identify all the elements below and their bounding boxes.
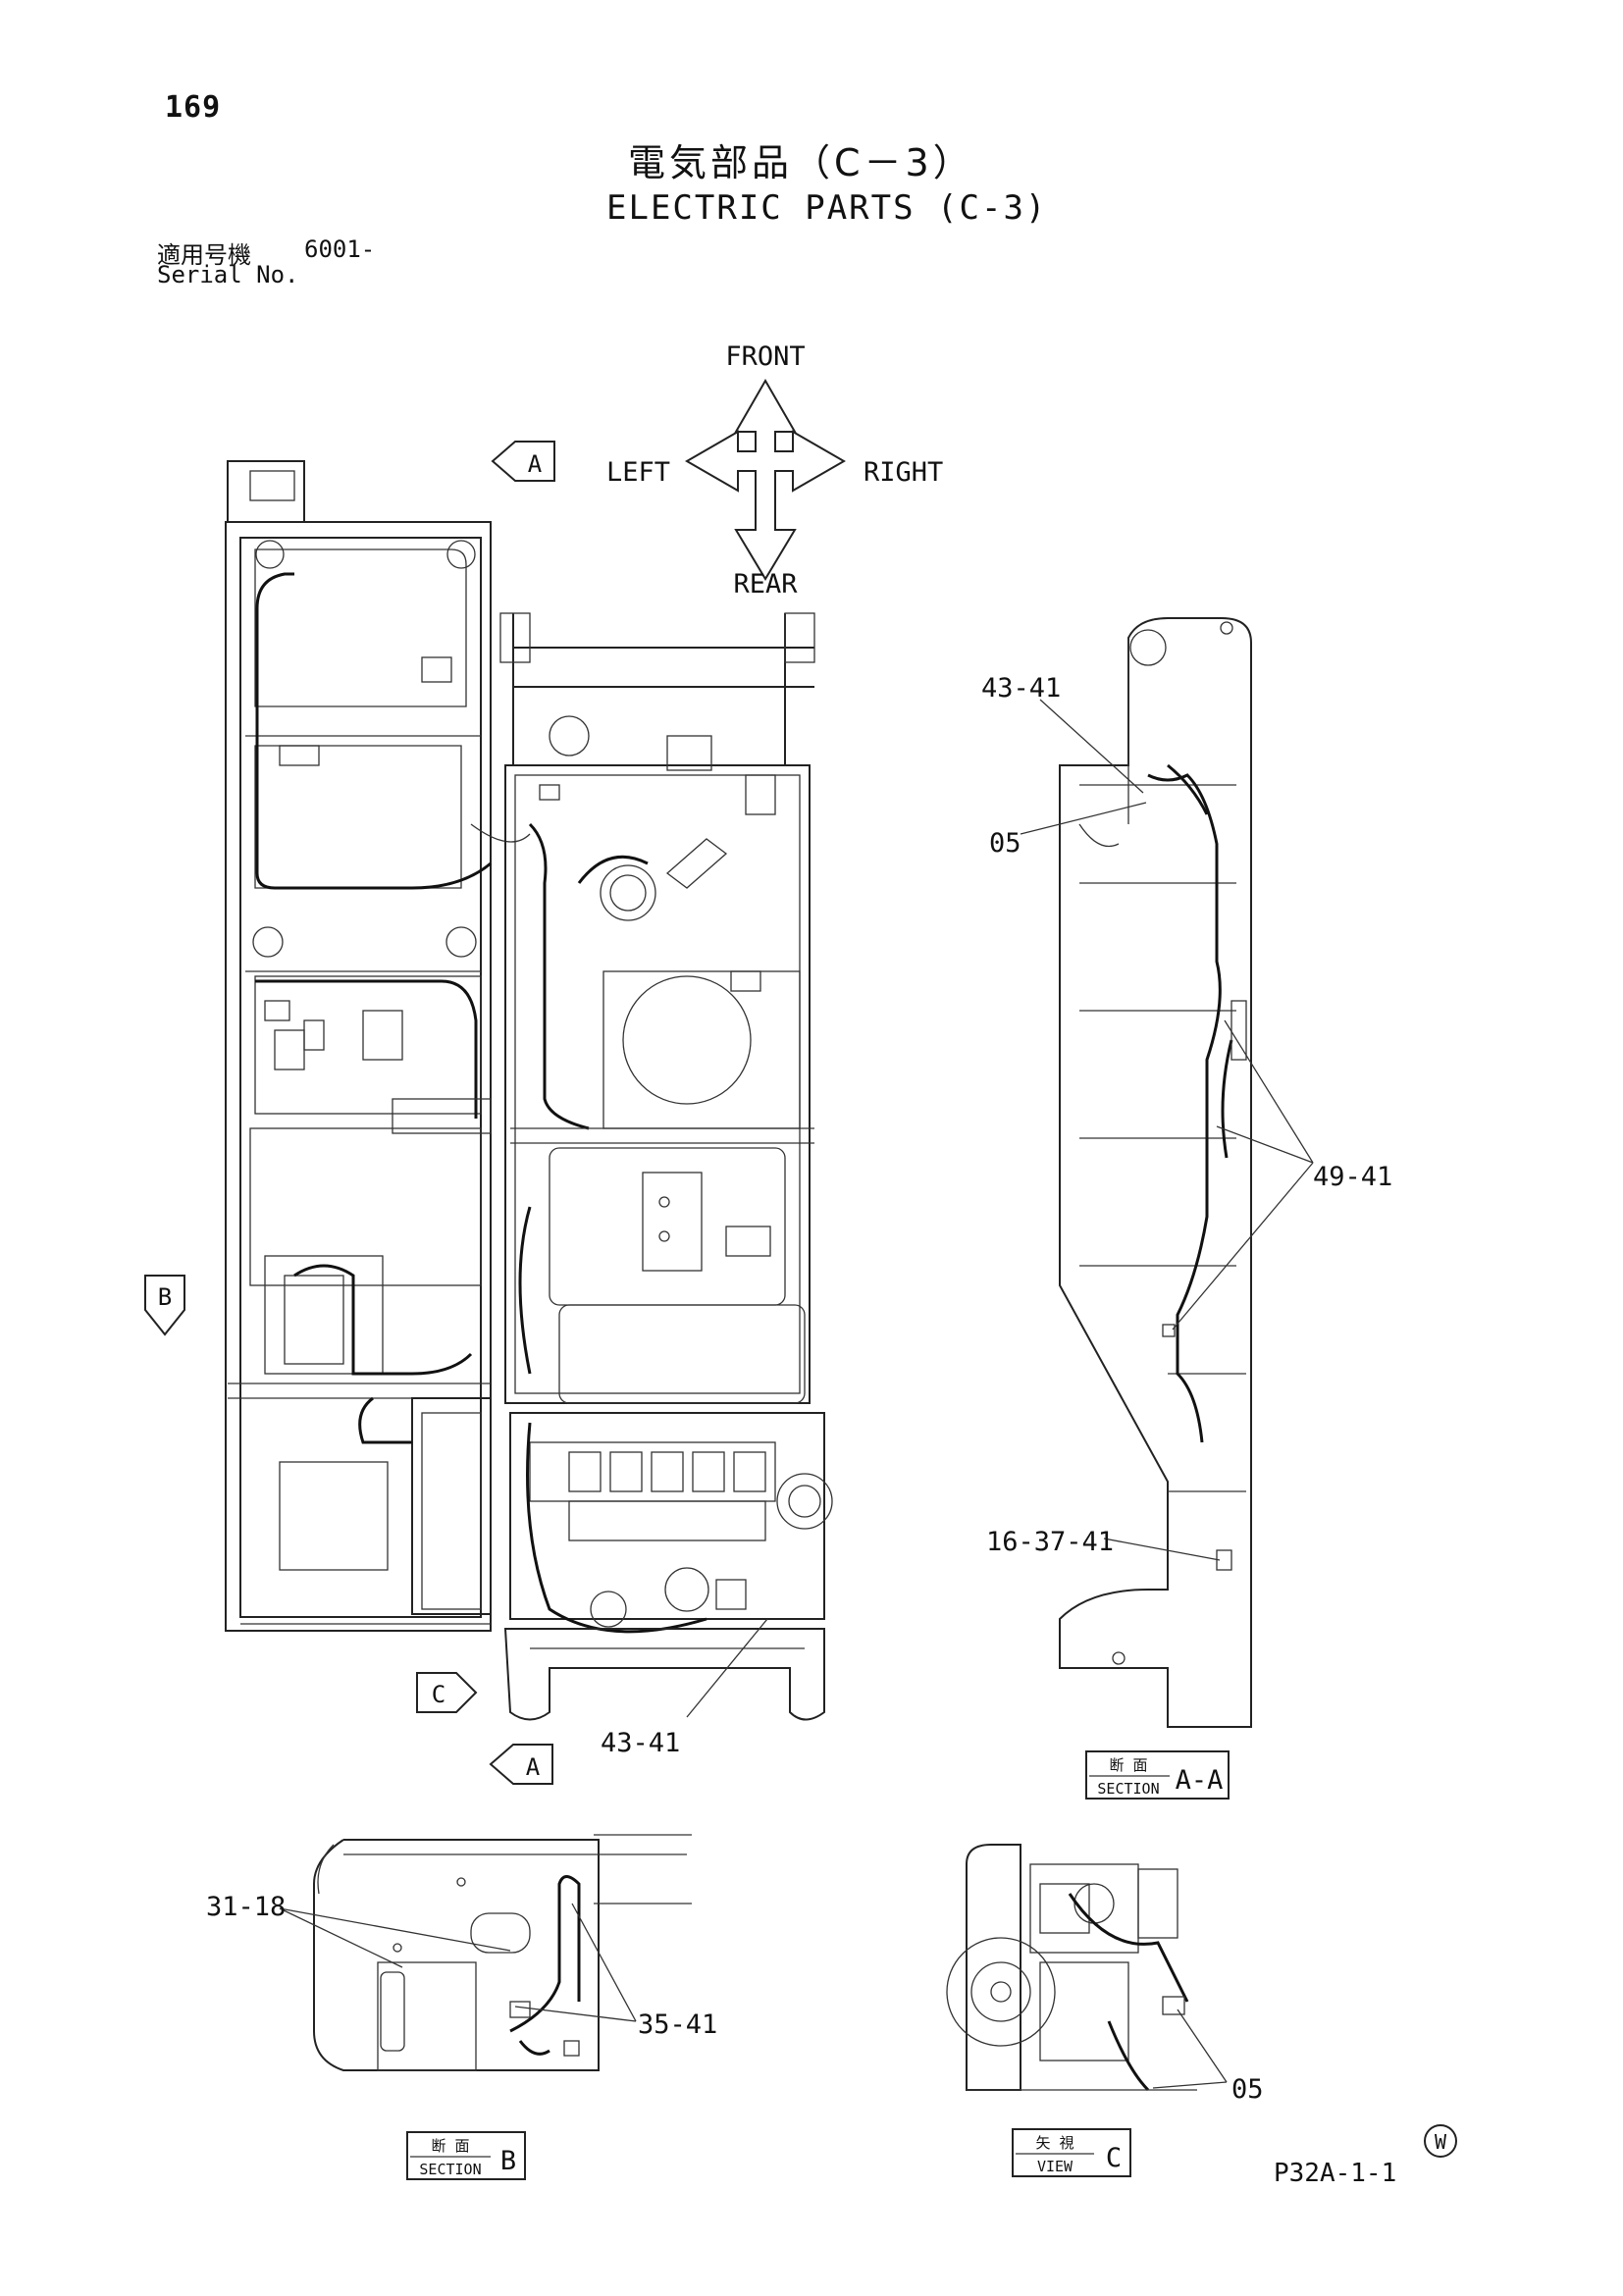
- svg-text:43-41: 43-41: [981, 673, 1061, 704]
- serial-label-jp: 適用号機: [157, 241, 251, 269]
- svg-text:05: 05: [1231, 2074, 1264, 2105]
- callout-aa-16-37-41: 16-37-41: [986, 1527, 1221, 1561]
- view-marker-c: C: [416, 1672, 478, 1713]
- view-marker-b: B: [144, 1275, 185, 1336]
- main-plan-view: [225, 460, 833, 1721]
- svg-text:C: C: [432, 1681, 445, 1708]
- view-marker-a-bottom: A: [489, 1744, 553, 1785]
- callout-c-05: 05: [1152, 2009, 1264, 2105]
- orientation-compass: FRONT REAR LEFT RIGHT: [606, 341, 943, 600]
- serial-number-value: 6001-: [304, 235, 376, 263]
- section-label-c: 矢 視 VIEW C: [1012, 2128, 1131, 2177]
- callout-aa-05: 05: [989, 802, 1147, 859]
- section-label-b-id: B: [500, 2146, 516, 2176]
- svg-text:31-18: 31-18: [206, 1892, 286, 1922]
- compass-cross-arrow: [684, 378, 847, 581]
- callout-main-43-41: 43-41: [601, 1618, 768, 1758]
- svg-text:05: 05: [989, 828, 1021, 859]
- section-a-a-view: [1059, 617, 1252, 1728]
- view-c-view: [946, 1844, 1197, 2092]
- compass-front-label: FRONT: [725, 341, 805, 372]
- serial-label-en: Serial No.: [157, 261, 299, 288]
- svg-text:49-41: 49-41: [1313, 1162, 1392, 1192]
- callout-b-31-18: 31-18: [206, 1892, 511, 1968]
- w-stamp-icon: W: [1424, 2124, 1457, 2158]
- section-b-view: [313, 1834, 692, 2071]
- page-title-jp: 電気部品（C－3）: [628, 141, 974, 184]
- section-label-c-id: C: [1106, 2143, 1122, 2173]
- section-label-c-jp: 矢 視: [1035, 2134, 1073, 2152]
- engine-cylinders: [568, 1451, 766, 1492]
- catalog-code: P32A-1-1: [1274, 2159, 1397, 2188]
- compass-right-label: RIGHT: [864, 457, 943, 488]
- section-label-a-a-en: SECTION: [1097, 1780, 1159, 1798]
- section-label-a-a-jp: 断 面: [1109, 1756, 1147, 1774]
- callout-aa-49-41: 49-41: [1172, 1019, 1392, 1331]
- section-label-c-en: VIEW: [1037, 2158, 1073, 2175]
- page-number: 169: [165, 90, 222, 125]
- svg-text:A: A: [528, 450, 543, 478]
- section-label-b-en: SECTION: [419, 2161, 481, 2178]
- callout-b-35-41: 35-41: [514, 1903, 717, 2040]
- page-title-en: ELECTRIC PARTS (C-3): [606, 188, 1048, 228]
- svg-text:A: A: [526, 1753, 541, 1781]
- compass-left-label: LEFT: [606, 457, 670, 488]
- svg-text:16-37-41: 16-37-41: [986, 1527, 1114, 1557]
- svg-text:35-41: 35-41: [638, 2009, 717, 2040]
- section-label-a-a-id: A-A: [1176, 1765, 1224, 1796]
- svg-text:W: W: [1435, 2130, 1447, 2154]
- svg-text:B: B: [158, 1283, 172, 1311]
- view-marker-a-top: A: [491, 441, 555, 482]
- section-label-a-a: 断 面 SECTION A-A: [1085, 1750, 1230, 1800]
- callout-aa-43-41: 43-41: [981, 673, 1144, 794]
- section-label-b: 断 面 SECTION B: [406, 2131, 526, 2180]
- compass-rear-label: REAR: [733, 569, 798, 600]
- section-label-b-jp: 断 面: [431, 2137, 469, 2155]
- svg-text:43-41: 43-41: [601, 1728, 680, 1758]
